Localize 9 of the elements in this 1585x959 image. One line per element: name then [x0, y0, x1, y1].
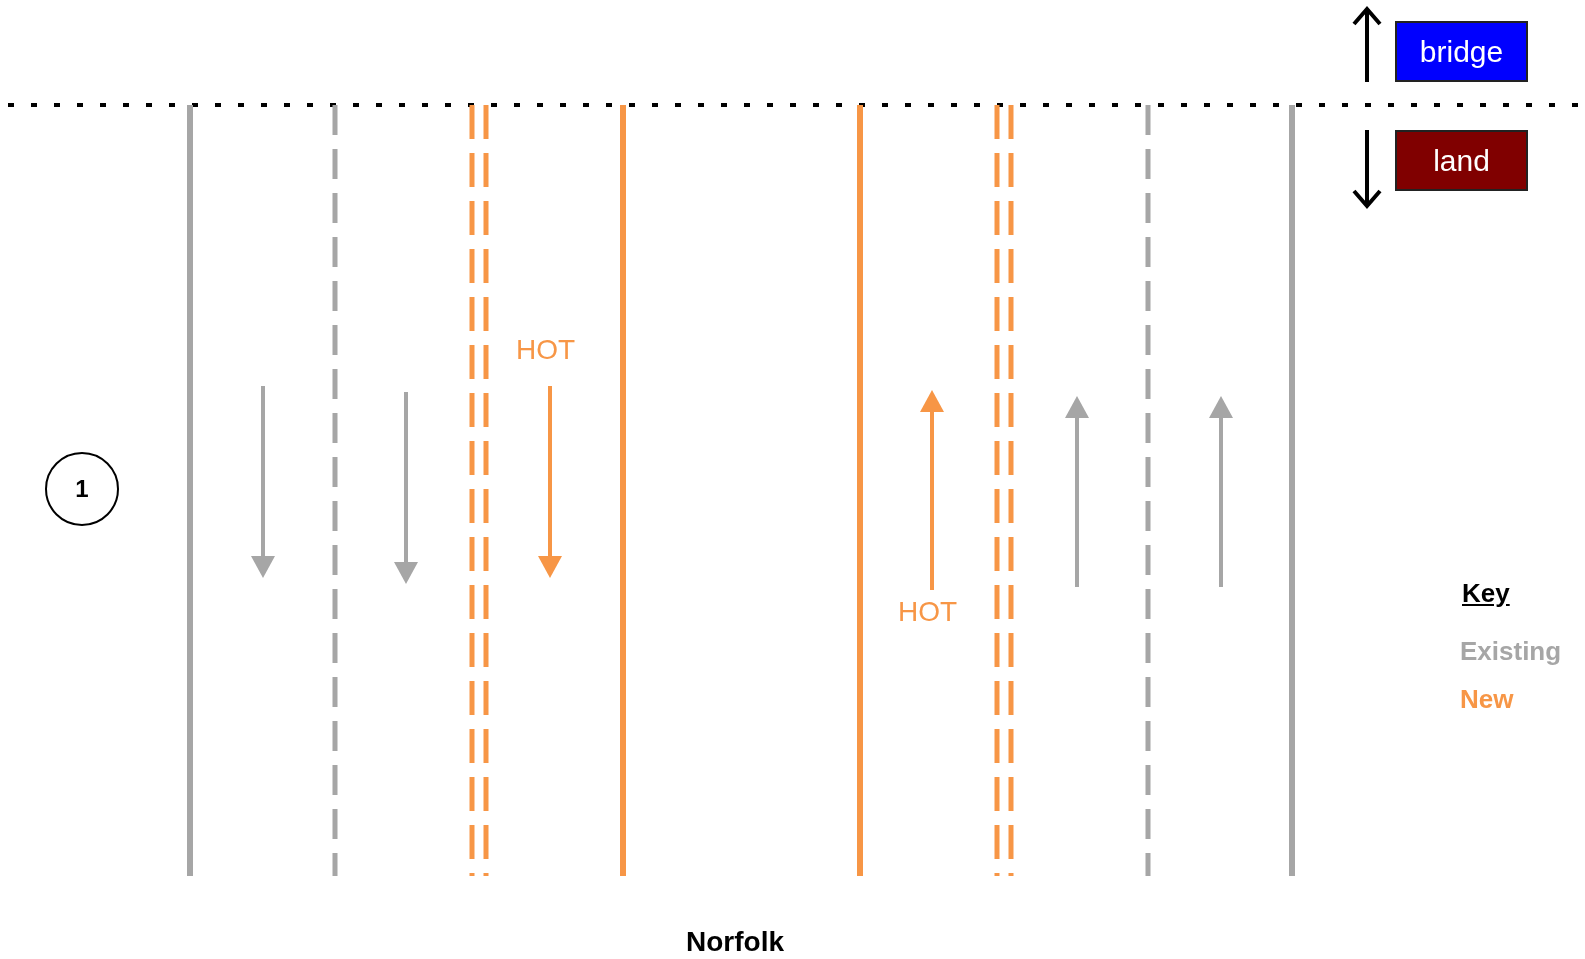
legend-entry: New	[1460, 684, 1514, 715]
location-label: Norfolk	[686, 926, 784, 958]
level-sign: bridge	[1395, 21, 1528, 82]
lane-label: HOT	[516, 334, 576, 366]
lane-label: HOT	[898, 596, 958, 628]
numbered-circle: 1	[45, 452, 119, 526]
key-heading: Key	[1462, 578, 1510, 609]
legend-entry: Existing	[1460, 636, 1562, 667]
level-sign: land	[1395, 130, 1528, 191]
